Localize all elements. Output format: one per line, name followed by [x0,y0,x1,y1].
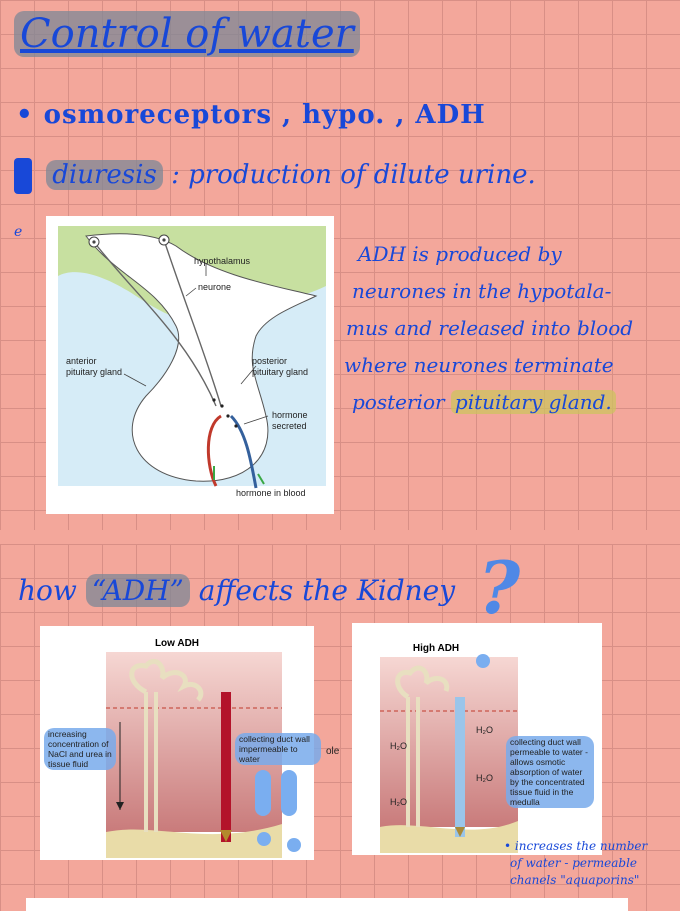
adh-note-line2: neurones in the hypotala- [352,279,612,303]
adh-note-line5: posterior pituitary gland. [344,384,680,421]
section-divider [0,530,680,544]
label-neurone: neurone [198,282,232,292]
low-adh-increasing-label: increasing concentration of NaCl and ure… [44,728,116,770]
pituitary-illustration [58,226,326,489]
title-text: Control of water [20,11,354,57]
question-mark: ? [478,545,521,630]
title-highlight: Control of water [14,11,360,57]
heading-how: how [18,574,77,607]
label-hypothalamus: hypothalamus [194,256,251,266]
label-hormone-secreted: hormone secreted [272,410,308,431]
low-adh-title: Low ADH [154,638,200,649]
aquaporins-note: • increases the number of water - permea… [504,838,647,889]
h2o-label-3: H₂O [476,773,493,783]
heading-adh: “ADH” [85,574,190,607]
next-page-strip [26,898,628,911]
section2-heading: how “ADH” affects the Kidney [18,574,455,607]
blue-dot [476,654,490,668]
adh-note-line3: mus and released into blood [346,316,634,340]
label-posterior-pituitary: posterior pituitary gland [252,356,309,377]
mark-dot-1 [257,832,271,846]
diuresis-mark [14,158,32,194]
pituitary-diagram: hypothalamus neurone anterior pituitary … [46,216,334,514]
stray-mark: e [14,224,23,240]
adh-note-line1: ADH is produced by [358,242,562,266]
diuresis-line: diuresis : production of dilute urine. [14,158,536,194]
high-adh-illustration [380,657,518,853]
adh-note-line5-pre: posterior [352,390,445,414]
high-adh-collecting-label: collecting duct wall permeable to water … [506,736,594,808]
aquaporins-line1: • increases the number [504,839,648,853]
high-adh-title: High ADH [412,643,460,654]
low-adh-collecting-label: collecting duct wall impermeable to wate… [235,733,321,765]
adh-note: ADH is produced by neurones in the hypot… [344,236,680,421]
label-anterior-pituitary: anterior pituitary gland [66,356,123,377]
h2o-label-4: H₂O [390,797,407,807]
aquaporins-line2: of water - permeable [510,856,638,870]
mark-bar-1 [255,770,271,816]
diuresis-term: diuresis [46,160,163,190]
mark-bar-2 [281,770,297,816]
adh-note-pituitary: pituitary gland. [450,390,616,414]
h2o-label-2: H₂O [390,741,407,751]
heading-rest: affects the Kidney [198,574,456,607]
adh-note-line4: where neurones terminate [344,353,614,377]
stray-text: ole [326,746,340,757]
h2o-label-1: H₂O [476,725,493,735]
label-hormone-in-blood: hormone in blood [236,488,306,498]
bullet-osmoreceptors: • osmoreceptors , hypo. , ADH [16,100,486,130]
page-title: Control of water [14,4,360,64]
mark-dot-2 [287,838,301,852]
aquaporins-line3: chanels "aquaporins" [510,873,640,887]
diuresis-definition: : production of dilute urine. [171,160,536,190]
